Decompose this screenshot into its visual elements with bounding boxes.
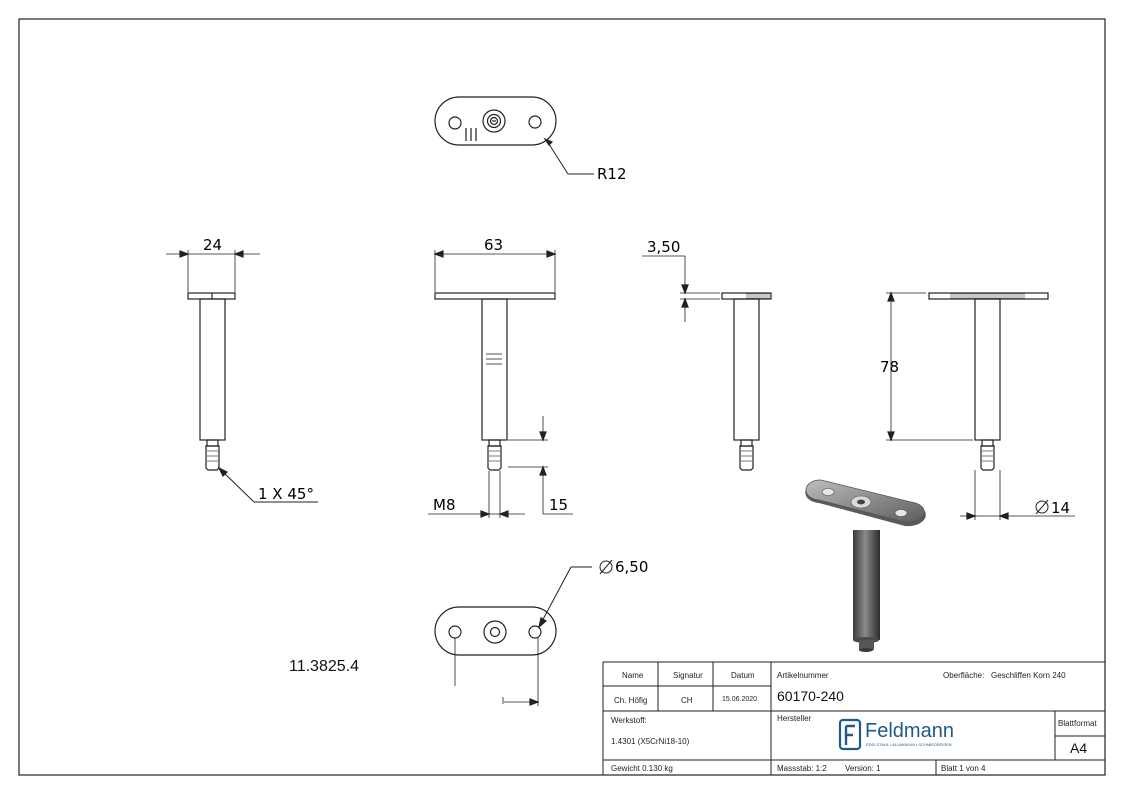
material-value: 1.4301 (X5CrNi18-10) [611, 737, 690, 746]
dim-63: 63 [484, 236, 503, 254]
signature-value: CH [681, 696, 693, 705]
version-value: Version: 1 [845, 764, 881, 773]
weight-value: Gewicht 0.130 kg [611, 764, 673, 773]
article-label: Artikelnummer [777, 671, 829, 680]
top-view [434, 96, 594, 175]
radius-dimension: R12 [597, 165, 627, 183]
title-block-frame [602, 661, 1106, 776]
sheet-value: Blatt 1 von 4 [941, 764, 986, 773]
scale-value: Massstab: 1:2 [777, 764, 827, 773]
chamfer-dimension: 1 X 45° [258, 485, 314, 503]
manufacturer-label: Hersteller [777, 714, 812, 723]
date-header: Datum [731, 671, 755, 680]
surface-value: Geschliffen Korn 240 [991, 671, 1066, 680]
side-view-height [886, 291, 1075, 520]
dim-3-50: 3,50 [647, 238, 680, 256]
feldmann-logo [838, 718, 862, 751]
side-view-left [166, 250, 318, 503]
dim-78: 78 [880, 358, 899, 376]
date-value: 15.06.2020 [722, 696, 758, 703]
side-view-thickness [642, 255, 772, 471]
signature-header: Signatur [673, 671, 703, 680]
name-value: Ch. Höfig [614, 696, 648, 705]
hole-diameter-dimension: 6,50 [615, 558, 648, 576]
dim-15: 15 [549, 496, 568, 514]
brand-name: Feldmann [865, 720, 954, 742]
tube-diameter-dimension: 14 [1051, 499, 1070, 517]
part-number-label: 11.3825.4 [289, 658, 359, 675]
sheet-border [18, 18, 1106, 776]
surface-label: Oberfläche: [943, 671, 985, 680]
bottom-view [434, 559, 613, 706]
format-label: Blattformat [1058, 719, 1097, 728]
title-block: Name Signatur Datum Ch. Höfig CH 15.06.2… [603, 662, 1105, 775]
dim-24: 24 [203, 236, 222, 254]
format-value: A4 [1070, 740, 1088, 756]
brand-tagline: EDELSTAHL • ALUMINIUM • SCHMIEDEEISEN [866, 742, 952, 747]
name-header: Name [622, 671, 644, 680]
front-view [428, 250, 573, 518]
isometric-view [805, 479, 926, 652]
thread-dimension: M8 [433, 496, 456, 514]
article-number: 60170-240 [777, 688, 844, 704]
material-label: Werkstoff: [611, 716, 647, 725]
